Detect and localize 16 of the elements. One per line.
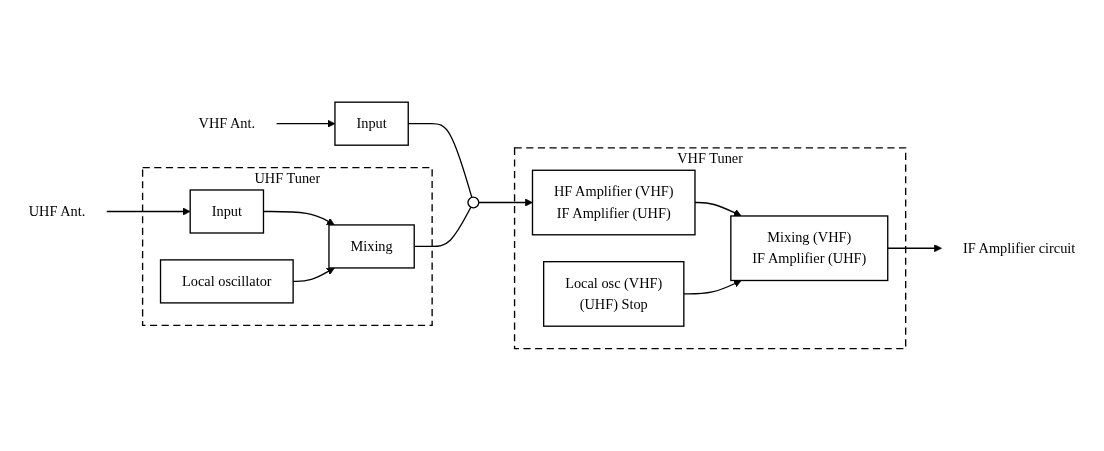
arrow (106, 207, 191, 216)
arrow (694, 201, 742, 217)
node-text: UHF Ant. (28, 203, 86, 219)
node-box: Input (334, 101, 409, 146)
node-box: Local osc (VHF) (UHF) Stop (543, 261, 685, 327)
arrow (683, 280, 742, 295)
node-box: Mixing (VHF) IF Amplifier (UHF) (730, 215, 889, 282)
node-box: Local oscillator (159, 259, 294, 304)
node-text: VHF Ant. (198, 115, 256, 131)
node-box: Input (189, 189, 265, 234)
node-box: Mixing (328, 224, 415, 269)
node-circle (467, 196, 480, 209)
node-text: IF Amplifier circuit (963, 240, 1076, 256)
node-box: HF Amplifier (VHF) IF Amplifier (UHF) (531, 169, 696, 236)
arrow (887, 244, 942, 253)
arrow (478, 198, 533, 207)
